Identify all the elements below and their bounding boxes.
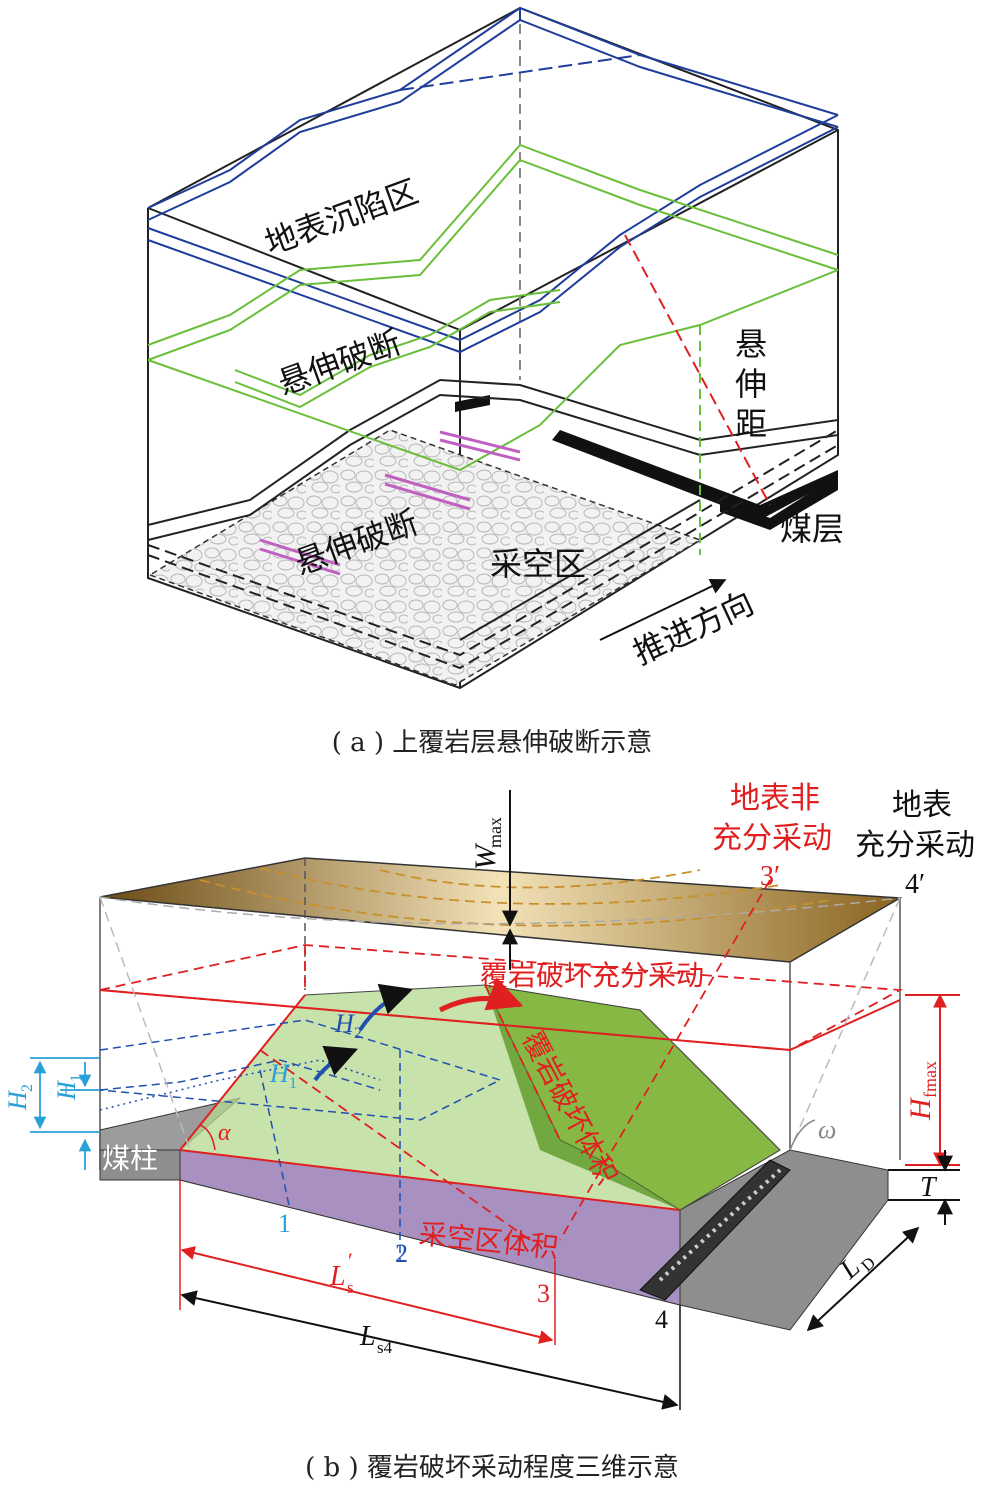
label-h1-left: H 1 xyxy=(52,1074,85,1101)
advance-arrow xyxy=(599,579,727,641)
red-solid-lines xyxy=(99,989,901,1211)
arrow-h2-to-top xyxy=(358,983,414,1032)
green-volume-front xyxy=(485,985,680,1210)
caption-figure-a: ( a ) 上覆岩层悬伸破断示意 xyxy=(331,728,653,758)
label-pos-1: 1 xyxy=(278,1209,291,1238)
svg-text:2: 2 xyxy=(354,1025,362,1042)
surface-curves-grey xyxy=(99,896,901,925)
goaf-rubble xyxy=(148,429,702,686)
label-ls-prime: L s ′ xyxy=(329,1248,354,1297)
svg-text:1: 1 xyxy=(289,1075,297,1092)
svg-text:1: 1 xyxy=(68,1074,85,1082)
figure-a: 地表沉陷区 悬伸破断 悬伸破断 悬 伸 距 煤层 采空区 推进方向 xyxy=(147,6,844,690)
label-hfmax: H fmax xyxy=(904,1061,940,1121)
label-overburden-sufficient: 覆岩破坏充分采动 xyxy=(480,959,704,992)
cantilever-red-dash xyxy=(624,234,771,506)
cantilever-distance-char-2: 伸 xyxy=(735,365,767,403)
label-advance-direction: 推进方向 xyxy=(627,584,759,673)
alpha-arc xyxy=(199,1124,216,1151)
label-wmax: W max xyxy=(469,817,505,870)
coal-seam-small xyxy=(455,395,490,412)
label-t: T xyxy=(920,1172,938,1203)
svg-text:H: H xyxy=(269,1059,290,1088)
blue-profiles-dotted xyxy=(99,1059,381,1111)
ld-dimension xyxy=(806,1226,920,1332)
svg-text:2: 2 xyxy=(19,1084,36,1092)
label-h2-left: H 2 xyxy=(3,1084,36,1111)
label-coal-pillar: 煤柱 xyxy=(102,1142,158,1175)
magenta-fractures xyxy=(259,430,521,576)
arrow-h1-to-h2 xyxy=(313,1045,358,1082)
svg-text:max: max xyxy=(485,817,505,848)
svg-text:H: H xyxy=(334,1009,355,1038)
label-pos-3p: 3′ xyxy=(760,861,780,892)
label-cantilever-distance: 悬 伸 距 xyxy=(735,325,767,443)
label-goaf: 采空区 xyxy=(490,545,586,583)
svg-text:W: W xyxy=(469,842,502,870)
green-strata xyxy=(147,143,839,555)
arrow-red-sufficient xyxy=(438,977,524,1013)
cantilever-distance-char-3: 距 xyxy=(735,405,767,443)
label-pos-3: 3 xyxy=(537,1279,550,1308)
svg-text:H: H xyxy=(52,1080,81,1101)
svg-text:H: H xyxy=(3,1090,32,1111)
label-surface-sufficient-2: 充分采动 xyxy=(855,828,975,863)
t-dimension xyxy=(888,1150,960,1225)
label-h2-inner: H 2 xyxy=(334,1009,362,1042)
label-surface-insufficient-2: 充分采动 xyxy=(712,821,832,856)
svg-text:fmax: fmax xyxy=(920,1061,940,1098)
label-pos-2: 2 xyxy=(395,1239,408,1268)
label-coal-seam: 煤层 xyxy=(780,510,844,548)
label-ls4: L s4 xyxy=(359,1321,393,1357)
figure-b: 地表非 充分采动 地表 充分采动 3′ 4′ 覆岩破坏充分采动 覆岩破坏体积 采… xyxy=(3,781,975,1410)
svg-text:s: s xyxy=(347,1278,354,1297)
label-surface-insufficient-1: 地表非 xyxy=(730,781,820,816)
label-cantilever-fracture-upper: 悬伸破断 xyxy=(273,323,406,402)
label-h1-inner: H 1 xyxy=(269,1059,297,1092)
red-frame xyxy=(99,879,904,1241)
label-alpha: α xyxy=(218,1120,231,1146)
grey-diagonals xyxy=(99,896,901,1151)
cantilever-distance-char-1: 悬 xyxy=(735,325,767,363)
ls-dimensions xyxy=(179,1180,681,1410)
label-pos-4p: 4′ xyxy=(905,869,925,900)
label-surface-subsidence: 地表沉陷区 xyxy=(260,172,423,262)
blue-strata-hidden xyxy=(399,54,641,91)
h-dimensions xyxy=(30,1057,100,1170)
svg-text:L: L xyxy=(359,1321,376,1352)
omega-arc xyxy=(789,1119,816,1151)
svg-text:′: ′ xyxy=(348,1248,353,1273)
svg-text:L: L xyxy=(329,1261,346,1292)
caption-figure-b: ( b ) 覆岩破坏采动程度三维示意 xyxy=(305,1453,679,1483)
label-omega: ω xyxy=(818,1115,836,1144)
label-surface-sufficient-1: 地表 xyxy=(892,788,952,823)
coal-seam-block-front xyxy=(720,475,838,530)
svg-text:H: H xyxy=(904,1096,937,1121)
coal-seam-block xyxy=(552,430,838,520)
label-pos-4: 4 xyxy=(655,1305,668,1334)
svg-text:s4: s4 xyxy=(377,1338,393,1357)
